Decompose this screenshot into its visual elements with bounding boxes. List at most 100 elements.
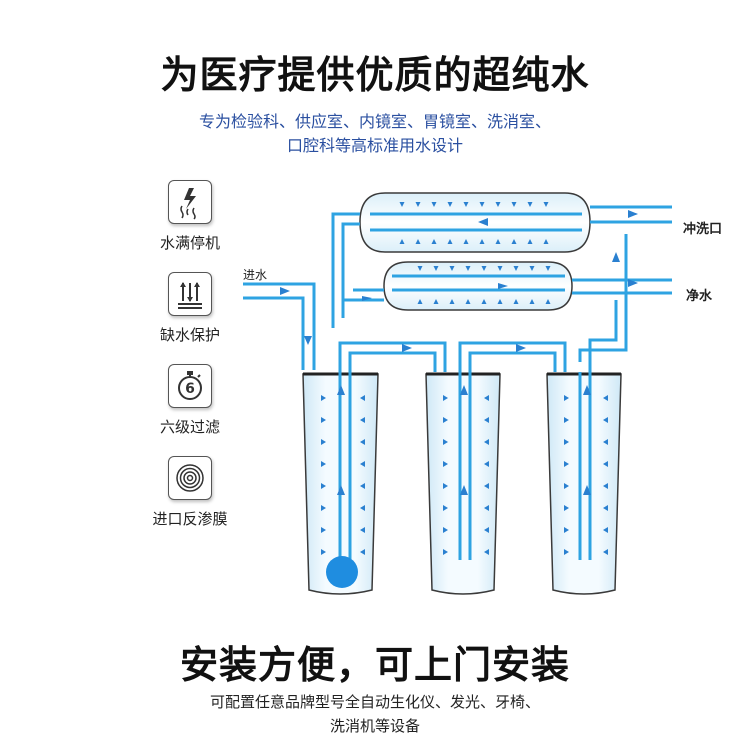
flow-marker <box>603 395 608 401</box>
pressure-gauge-icon <box>168 272 212 316</box>
flow-marker <box>545 266 551 271</box>
flow-marker <box>431 239 437 244</box>
outlet-flush-label: 冲洗口 <box>683 221 722 237</box>
flow-marker <box>360 483 365 489</box>
flow-marker <box>399 202 405 207</box>
subtitle-2: 可配置任意品牌型号全自动生化仪、发光、牙椅、 洗消机等设备 <box>0 690 750 738</box>
flow-marker <box>321 395 326 401</box>
flow-marker <box>511 239 517 244</box>
flow-marker <box>360 439 365 445</box>
filter-tank-2 <box>425 372 501 595</box>
flow-marker <box>513 299 519 304</box>
flow-marker <box>564 527 569 533</box>
flow-marker <box>529 266 535 271</box>
flow-marker <box>360 527 365 533</box>
flow-marker <box>321 439 326 445</box>
stopwatch-6-icon: 6 <box>168 364 212 408</box>
flow-marker <box>497 266 503 271</box>
flow-marker <box>443 527 448 533</box>
flow-marker <box>529 299 535 304</box>
flow-marker <box>481 266 487 271</box>
flow-marker <box>564 395 569 401</box>
flow-marker <box>447 239 453 244</box>
flow-marker <box>527 239 533 244</box>
filter-tank-3 <box>546 372 622 595</box>
feature-low-water-protect: 缺水保护 <box>140 272 240 345</box>
flow-marker <box>443 417 448 423</box>
flow-marker <box>484 527 489 533</box>
flow-marker <box>564 505 569 511</box>
subtitle-line-1: 专为检验科、供应室、内镜室、胃镜室、洗消室、 <box>198 112 551 131</box>
flow-marker <box>321 505 326 511</box>
flow-marker <box>443 461 448 467</box>
flow-marker <box>603 483 608 489</box>
feature-label: 缺水保护 <box>159 326 220 344</box>
flow-marker <box>603 417 608 423</box>
lightning-steam-icon <box>168 180 212 224</box>
flow-marker <box>564 461 569 467</box>
flow-arrows <box>280 210 638 495</box>
flow-marker <box>447 202 453 207</box>
flow-marker <box>321 461 326 467</box>
flow-marker <box>603 527 608 533</box>
flow-marker <box>603 549 608 555</box>
inlet-label: 进水 <box>243 268 267 282</box>
flow-marker <box>603 505 608 511</box>
flow-marker <box>433 299 439 304</box>
flow-marker <box>399 239 405 244</box>
flow-marker <box>484 483 489 489</box>
headline: 为医疗提供优质的超纯水 <box>160 52 590 97</box>
subtitle2-line-2: 洗消机等设备 <box>329 717 420 735</box>
flow-marker <box>484 549 489 555</box>
flow-marker <box>497 299 503 304</box>
flow-marker <box>564 439 569 445</box>
flow-marker <box>417 266 423 271</box>
flow-marker <box>543 202 549 207</box>
flow-marker <box>415 202 421 207</box>
flow-marker <box>321 527 326 533</box>
pipe-network <box>243 205 672 565</box>
svg-text:6: 6 <box>185 381 195 397</box>
flow-marker <box>479 202 485 207</box>
flow-marker <box>449 299 455 304</box>
flow-marker <box>463 202 469 207</box>
subtitle: 专为检验科、供应室、内镜室、胃镜室、洗消室、 口腔科等高标准用水设计 <box>0 110 750 158</box>
flow-marker <box>495 239 501 244</box>
subtitle2-line-1: 可配置任意品牌型号全自动生化仪、发光、牙椅、 <box>209 693 540 711</box>
flow-marker <box>360 461 365 467</box>
flow-marker <box>513 266 519 271</box>
membrane-flow-markers <box>399 202 551 304</box>
feature-six-stage-filter: 6 六级过滤 <box>140 364 240 437</box>
flow-marker <box>484 439 489 445</box>
concentric-rings-icon <box>168 456 212 500</box>
flow-marker <box>443 483 448 489</box>
flow-marker <box>495 202 501 207</box>
feature-label: 六级过滤 <box>159 418 220 436</box>
flow-marker <box>545 299 551 304</box>
tank-flow-markers <box>321 395 608 555</box>
flow-marker <box>479 239 485 244</box>
feature-imported-ro-membrane: 进口反渗膜 <box>140 456 240 529</box>
flow-marker <box>443 439 448 445</box>
headline-2: 安装方便，可上门安装 <box>179 642 570 687</box>
flow-marker <box>543 239 549 244</box>
flow-marker <box>484 395 489 401</box>
flow-marker <box>443 505 448 511</box>
flow-marker <box>449 266 455 271</box>
feature-label: 进口反渗膜 <box>152 510 228 528</box>
feature-label: 水满停机 <box>159 234 220 252</box>
flow-marker <box>484 461 489 467</box>
flow-marker <box>431 202 437 207</box>
inlet-ball <box>326 556 358 588</box>
flow-marker <box>360 417 365 423</box>
flow-marker <box>433 266 439 271</box>
flow-marker <box>484 417 489 423</box>
flow-marker <box>603 461 608 467</box>
flow-marker <box>321 549 326 555</box>
flow-marker <box>360 395 365 401</box>
flow-marker <box>564 417 569 423</box>
flow-marker <box>321 483 326 489</box>
flow-marker <box>360 549 365 555</box>
flow-marker <box>443 549 448 555</box>
